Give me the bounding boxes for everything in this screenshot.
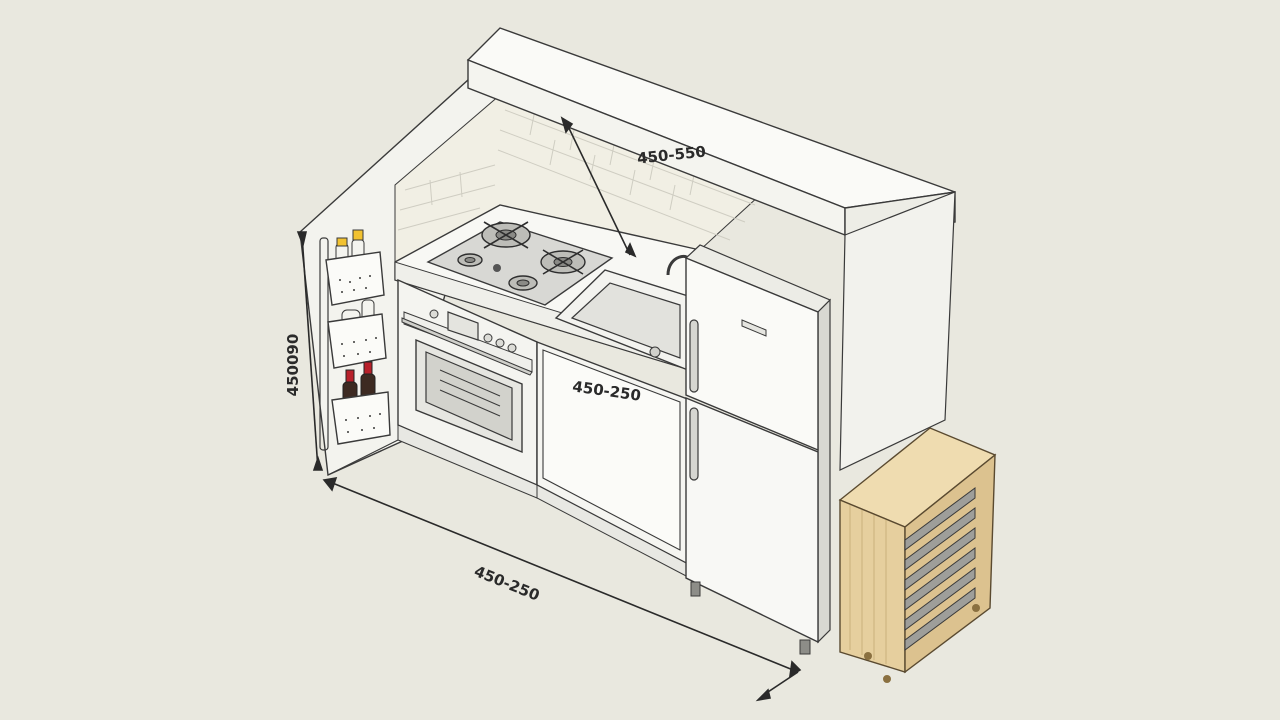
fridge-lower-door: [685, 396, 819, 644]
dimension-label-base-length: 450-250: [472, 562, 543, 604]
bottle-cap-red: [345, 369, 355, 383]
kitchen-sink: [554, 254, 692, 372]
hanging-baskets: [319, 229, 391, 451]
burner-front-left: [457, 253, 483, 267]
bottle-cap-yellow: [352, 229, 364, 241]
basket-bottom: [331, 391, 391, 445]
basket-rail: [319, 237, 329, 451]
right-partition-wall: [839, 191, 956, 471]
oven-display: [447, 311, 479, 341]
basket-middle: [327, 313, 387, 369]
burner-right: [540, 249, 586, 275]
fridge-upper-door: [685, 256, 819, 452]
cooktop-knob: [493, 264, 501, 272]
bottle-cap-red: [363, 361, 373, 375]
fridge-logo-badge: [741, 319, 767, 337]
dimension-label-height: 450090: [284, 334, 302, 397]
burner-front: [508, 275, 538, 291]
rack-foot: [883, 675, 891, 683]
gas-cooktop: [426, 221, 614, 306]
wall-oven: [401, 309, 533, 454]
oven-window: [425, 351, 513, 441]
basket-holes: [339, 275, 381, 433]
fridge-foot: [690, 581, 701, 597]
rack-trays: [904, 487, 976, 651]
sink-base-cabinet: [536, 340, 691, 579]
fridge-upper-handle: [689, 319, 699, 393]
cabinet-door: [542, 349, 681, 551]
oven-knob: [483, 333, 493, 343]
oven-knob: [507, 343, 517, 353]
oven-handle: [401, 317, 533, 376]
rack-foot: [972, 604, 980, 612]
dimension-lines: [296, 116, 802, 702]
fridge-lower-handle: [689, 407, 699, 481]
sink-drain: [649, 346, 661, 358]
wooden-rack: [838, 427, 997, 683]
rack-foot: [864, 652, 872, 660]
bottle-cap-yellow: [336, 237, 348, 247]
floor-outline: [327, 439, 399, 476]
oven-knob: [495, 338, 505, 348]
oven-knob: [429, 309, 439, 319]
burner-back-left: [481, 221, 531, 249]
refrigerator: [684, 244, 832, 655]
oven-rack: [439, 369, 501, 417]
fridge-foot: [799, 639, 811, 655]
basket-top: [325, 251, 385, 306]
